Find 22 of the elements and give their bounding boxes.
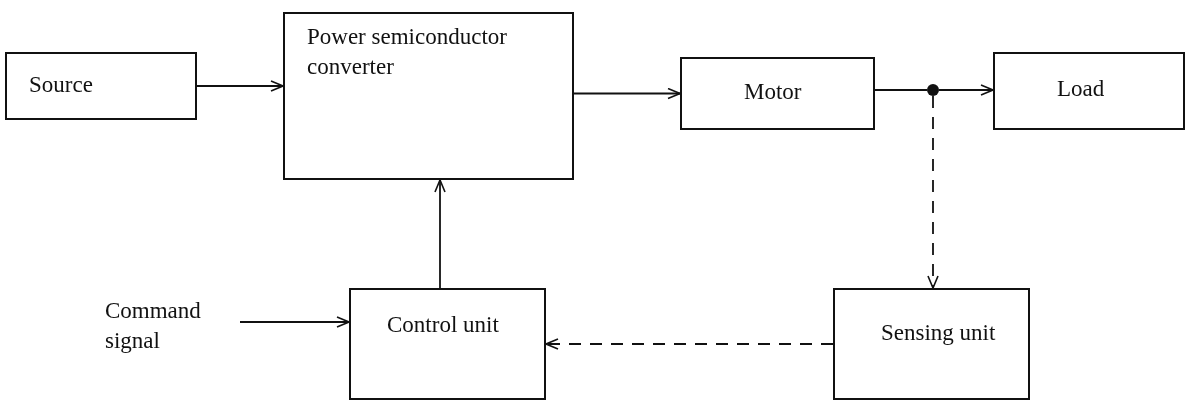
dashed-arrow	[545, 338, 834, 350]
arrow	[938, 84, 994, 96]
box-label: Sensing unit	[881, 319, 997, 347]
converter-box	[283, 12, 574, 180]
arrow	[196, 80, 284, 92]
box-label: Motor	[744, 78, 803, 106]
command-signal-text: Command signal	[105, 296, 240, 385]
arrow	[239, 316, 350, 328]
sensing-unit-box	[833, 288, 1030, 400]
connector-line	[874, 89, 928, 91]
box-label: Source	[29, 71, 94, 99]
arrow	[573, 87, 681, 100]
motor-box	[680, 57, 875, 130]
dashed-arrow	[927, 95, 939, 289]
box-label: Control unit	[387, 311, 500, 339]
arrow	[434, 179, 446, 289]
box-label: Load	[1057, 75, 1106, 103]
control-unit-box	[349, 288, 546, 400]
box-label: Power semiconductor converter	[307, 23, 508, 81]
load-box	[993, 52, 1185, 130]
junction-dot	[927, 84, 939, 96]
source-box	[5, 52, 197, 120]
